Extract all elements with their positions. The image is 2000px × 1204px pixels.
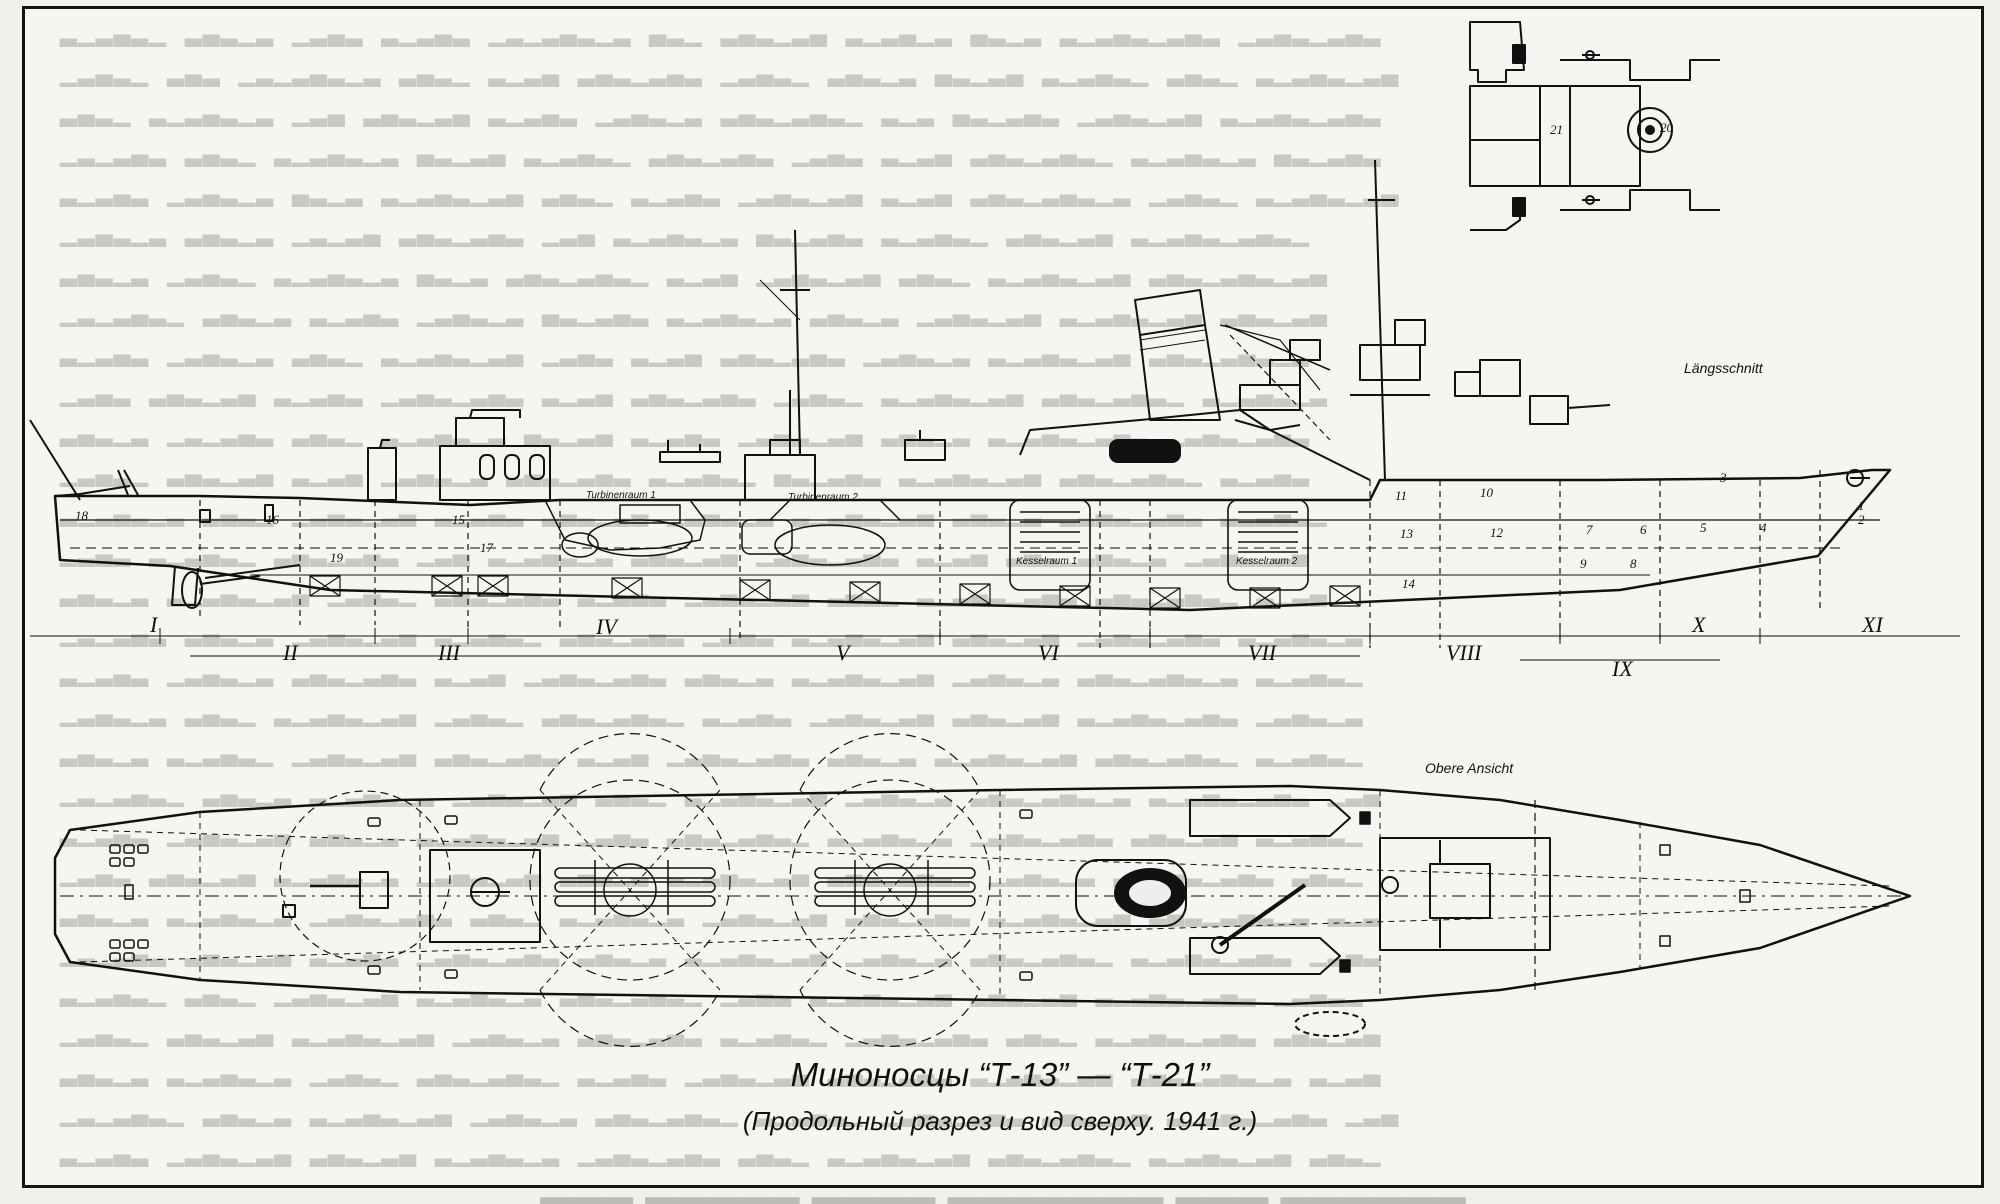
compartment-number: 9 (1580, 556, 1587, 571)
bridge (1019, 409, 1371, 481)
bleed-line: ▁▂▃▂▁▂ ▂▃▂▁ ▂▁▂▃▂▁▂▃ ▁▂▃▂▁ ▂▃▂▁▂▃▂▁ ▂▁▂▃… (60, 694, 1364, 727)
caption-subtitle: (Продольный разрез и вид сверху. 1941 г.… (742, 1106, 1258, 1136)
bleed-line: ▁▂▃▂▁ ▂▃▂ ▁▂▁▂▃▂▁▂ ▂▃▂▁ ▂▁▂▃ ▂▃▂▁▂▃▂ ▁▂▃… (60, 54, 1400, 87)
side-view (29, 159, 1960, 661)
boat-stbd (1189, 937, 1341, 975)
compartment-number: 19 (330, 550, 343, 565)
bleed-line: ▁▂▃▂ ▂▁▂▃▂▁ ▂▃▂▁▂▃▂ ▁▂▃ ▂▁▂▃▂▁▂ ▂▃▂▁▂▃ ▁… (60, 534, 1311, 567)
deck-outline (53, 784, 1912, 1006)
view-title-side: Längsschnitt (1684, 360, 1763, 376)
bleed-line: ▂▃▂▁▂ ▂▁▂▃▂▁ ▁▂▃▂▁▂▃ ▂▃▂▁▂▃▂ ▂▁▂▃ ▁▂▃▂▁▂… (60, 734, 1364, 767)
compartment-number: 15 (452, 512, 465, 527)
bleed-line: ▁▂▁▂▃▂ ▂▃▂▁▂ ▁▂▃▂▁▂▃ ▂▁▂▃▂▁ ▂▃▂▁▂▃▂ ▁▂▃▂… (60, 614, 1364, 647)
section-numeral: II (283, 640, 298, 665)
caption-title: Миноносцы “Т-13” — “Т-21” (790, 1056, 1210, 1093)
section-numeral: VIII (1446, 640, 1482, 665)
rudder (171, 565, 199, 606)
bleed-line: ▂▃▂▁▂ ▂▁▂▃▂▁▂▃ ▁▂▃▂▁ ▂▃▂▁▂▃▂ ▂▁▂▃▂ ▁▂▃▂▁… (60, 574, 1328, 607)
compartment-number: 8 (1630, 556, 1637, 571)
section-numeral: XI (1862, 612, 1883, 637)
section-numeral: VII (1248, 640, 1277, 665)
torpedo-mount-aft-side (659, 451, 721, 463)
section-numeral: X (1692, 612, 1706, 637)
section-numeral: VI (1038, 640, 1059, 665)
bleed-line: ▁▂▁▂▃▂ ▂▃▂▁▂▃ ▂▁▂▃▂ ▁▂▃▂▁▂▃▂ ▂▃▂▁▂ ▂▁▂▃▂… (60, 934, 1382, 967)
compartment-number: 14 (1402, 576, 1415, 591)
compartment-number: 11 (1395, 488, 1408, 503)
aft-deckhouse-top (429, 849, 541, 943)
bleed-line: ▁▂▃▂▁ ▂▃▂▁▂▃ ▂▁▂▃▂▁▂▃ ▁▂▃▂▁▂ ▂▃▂▁▂▃▂ ▂▁▂… (60, 1014, 1382, 1047)
compartment-number: 10 (1480, 485, 1493, 500)
bleed-line: ▁▂▃▂ ▂▃▂▁▂▃ ▂▁▂▃▂ ▁▂▃▂▁▂▃▂ ▂▁▂▃ ▂▃▂▁▂▃▂ … (60, 374, 1328, 407)
boiler-1 (1009, 499, 1091, 591)
compartment-number: 3 (1720, 470, 1727, 485)
boiler-2 (1227, 499, 1309, 591)
tank-crosses (309, 575, 1361, 609)
aft-gun-top (359, 871, 389, 909)
compartment-number: 1 (1858, 498, 1865, 513)
bleed-line: ▁▂▁▂▃▂▁ ▂▃▂▁▂ ▂▁▂▃▂▁▂▃ ▁▂▃▂▁▂ ▂▃▂▁▂▃▂▁ ▂… (60, 1094, 1400, 1127)
bleed-line: ▂▁▂▃▂ ▁▂▃▂▁▂ ▃▂▁▂ ▂▁▂▃▂▁▂▃ ▂▃▂▁ ▂▁▂▃▂ ▁▂… (60, 174, 1400, 207)
bulkheads (199, 470, 1821, 648)
bridge-top (1379, 837, 1551, 951)
compartment-number: 7 (1586, 522, 1593, 537)
compartment-number: 20 (1660, 120, 1673, 135)
compartment-number: 16 (266, 512, 279, 527)
turbine-room-1 (544, 499, 706, 558)
section-numeral: IV (596, 614, 617, 639)
bridge-top-inset (1469, 21, 1720, 231)
propeller (181, 571, 203, 609)
room-label-turbine-1: Turbinenraum 1 (586, 490, 656, 501)
top-view (53, 733, 1912, 1047)
bleed-line: ▂▃▂▁▂ ▂▁▂▃▂▁▂ ▁▂▃▂▁ ▂▃▂▁▂▃▂▁ ▂▁▂▃▂ ▁▂▃▂▁… (60, 1054, 1382, 1087)
bleed-line: ▁▂▁▂▃▂▁ ▂▃▂▁▂ ▂▁▂▃▂ ▁▂▃▂▁▂ ▃▂▁▂▃▂ ▂▁▂▃▂▁… (60, 294, 1328, 327)
bleed-line: ▁▂▃▂▁▂ ▂▃▂▁▂ ▁▂▁▂▃ ▂▃▂▁▂▃▂ ▁▂▃ ▂▁▂▃▂▁▂ ▃… (60, 214, 1311, 247)
bleed-line: ▂▁▂▃▂▁ ▂▃▂▁▂ ▁▂▃▂ ▂▁▂▃▂ ▁▂▁▂▃▂▁▂ ▃▂▁ ▂▃▂… (60, 14, 1382, 47)
compartment-number: 17 (480, 540, 493, 555)
bleed-line: ▂▃▂▁ ▂▁▂▃▂▁▂ ▁▂▃ ▂▃▂▁▂▃ ▂▁▂▃▂ ▁▂▃▂▁▂ ▂▃▂… (60, 94, 1382, 127)
side-hull (53, 468, 1892, 612)
bleed-line: ▁▂▁▂▃▂ ▂▃▂▁ ▂▁▂▃▂▁▂ ▃▂▁▂▃ ▂▁▂▃▂▁ ▂▃▂▁▂▃▂… (60, 134, 1382, 167)
bleed-line: ▂▃▂▁▂ ▁▂▃▂▁ ▂▁▂▃▂▁▂ ▃▂▁▂ ▂▃▂▁▂▃▂▁ ▂▁▂▃ ▁… (60, 254, 1328, 287)
bleed-line: ▂▁▂▃▂ ▁▂▃▂▁▂ ▂▃▂▁ ▂▁▂▃▂▁▂▃ ▁▂▃▂ ▂▁▂▃ ▂▃▂… (60, 334, 1311, 367)
room-label-turbine-2: Turbinenraum 2 (788, 492, 858, 503)
compartment-number: 18 (75, 508, 88, 523)
room-label-boiler-1: Kesselraum 1 (1016, 556, 1078, 567)
torpedo-tubes-fwd-top (814, 860, 976, 917)
room-label-boiler-2: Kesselraum 2 (1236, 556, 1298, 567)
bottom-bleed: ▄▄▄ ▄▄▄▄▄ ▄▄▄▄ ▄▄▄▄▄▄▄ ▄▄▄ ▄▄▄▄▄▄ (22, 1188, 1984, 1204)
torpedo-tubes-aft-top (554, 860, 716, 917)
mainmast (794, 229, 801, 456)
compartment-number: 5 (1700, 520, 1707, 535)
compartment-number: 2 (1858, 512, 1865, 527)
aft-gun-shield (367, 447, 397, 501)
compartment-number: 4 (1760, 520, 1767, 535)
foremast (1374, 159, 1386, 481)
compartment-number: 12 (1490, 525, 1503, 540)
compartment-number: 21 (1550, 122, 1563, 137)
turbine-room-2 (741, 499, 901, 566)
section-numeral: V (836, 640, 850, 665)
funnel (1134, 289, 1221, 421)
stern-flagstaff (29, 419, 81, 501)
boat-port (1189, 799, 1351, 837)
bleed-line: ▂▁▂▃▂ ▁▂▃▂▁▂▃ ▂▃▂▁▂ ▂▁▂▃▂▁▂▃ ▁▂▃▂ ▂▃▂▁▂▃… (60, 814, 1364, 847)
section-numeral: III (438, 640, 460, 665)
bleed-line: ▂▃▂▁▂ ▁▂▁▂▃▂ ▂▃▂▁ ▂▁▂▃▂▁▂ ▃▂▁▂▃ ▂▁▂▃▂ ▁▂… (60, 414, 1311, 447)
view-title-top: Obere Ansicht (1425, 760, 1514, 776)
bleed-line: ▂▁▂▃▂ ▁▂▃▂▁▂ ▂▃▂▁▂▃▂ ▂▁▂▃ ▁▂▃▂▁▂▃▂ ▂▃▂▁▂… (60, 654, 1364, 687)
compartment-number: 6 (1640, 522, 1647, 537)
fwd-gun-shield (1529, 395, 1569, 425)
section-numeral: I (150, 612, 158, 637)
compartment-number: 13 (1400, 526, 1413, 541)
bleed-line: ▂▁▂▃▂ ▁▂▃▂▁▂▃ ▂▃▂▁▂▃ ▂▁▂▃▂▁▂ ▁▂▃▂▁▂▃▂ ▂▃… (60, 1134, 1382, 1167)
bleed-line: ▁▂▃▂▁ ▂▃▂▁▂▃ ▂▁▂▃ ▁▂▃▂▁▂ ▂▃▂▁▂▃▂ ▂▁▂▃▂▁ … (60, 454, 1311, 487)
drawing-frame (22, 6, 1984, 1188)
float (1294, 1011, 1366, 1037)
winch (1109, 439, 1181, 463)
section-numeral: IX (1612, 656, 1633, 681)
bleed-line: ▁▂▁▂▃▂▁ ▂▃▂▁▂ ▂▁▂▃▂▁▂ ▁▂▃▂▁▂▃ ▂▃▂▁ ▂▁▂▃▂… (60, 774, 1382, 807)
